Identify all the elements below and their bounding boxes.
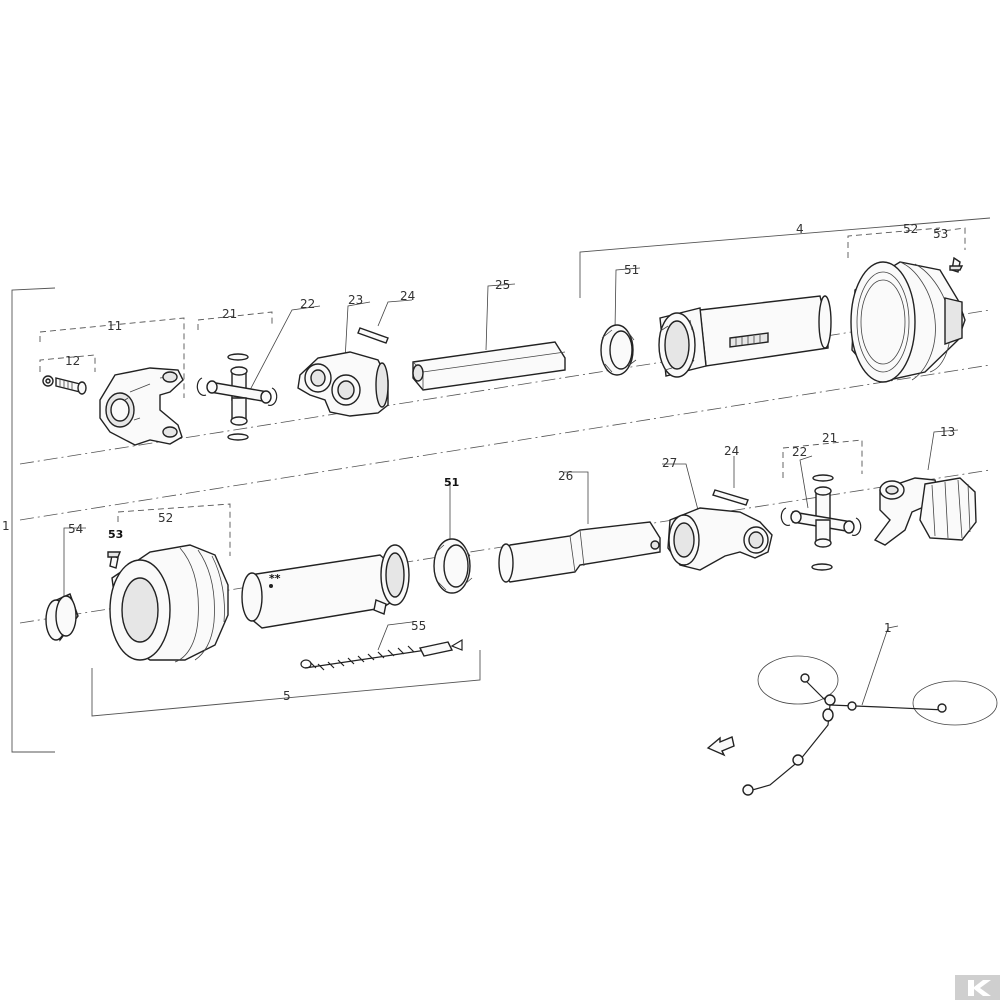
pin-24-top: 24 bbox=[357, 289, 415, 344]
ring-54: 54 bbox=[45, 522, 86, 642]
bolt-12 bbox=[42, 375, 87, 395]
bracket-4: 4 bbox=[579, 217, 991, 298]
bearing-ring-51-top: 51 bbox=[600, 263, 641, 376]
label-52-bottom: 52 bbox=[158, 511, 173, 525]
inner-tube-26: 26 bbox=[498, 469, 661, 583]
label-22-top: 22 bbox=[300, 297, 315, 311]
yoke-13: 13 bbox=[873, 425, 977, 546]
label-24-bottom: 24 bbox=[724, 444, 739, 458]
label-55: 55 bbox=[411, 619, 426, 633]
chain-55: 55 bbox=[300, 619, 463, 671]
label-27: 27 bbox=[662, 456, 677, 470]
bracket-11: 11 bbox=[39, 317, 185, 398]
yoke-11 bbox=[99, 367, 184, 446]
label-13: 13 bbox=[940, 425, 955, 439]
bell-guard-52-top bbox=[850, 261, 966, 383]
bracket-21-bottom: 21 bbox=[782, 431, 863, 478]
label-23: 23 bbox=[348, 293, 363, 307]
yoke-23: 23 bbox=[297, 293, 389, 417]
bracket-52-bottom: 52 bbox=[117, 503, 231, 556]
label-5: 5 bbox=[283, 689, 291, 703]
assembly-bracket-1: 1 bbox=[2, 287, 56, 753]
dot-marker bbox=[269, 584, 273, 588]
label-1-overview: 1 bbox=[884, 621, 892, 635]
cross-journal-21-top bbox=[196, 353, 278, 441]
bracket-52-top: 52 bbox=[847, 222, 941, 258]
cross-journal-21-bottom: 22 bbox=[780, 445, 862, 571]
bracket-53-top: 53 bbox=[933, 227, 966, 250]
bracket-5: 5 bbox=[91, 650, 481, 717]
arrow-icon bbox=[706, 736, 735, 757]
label-12: 12 bbox=[65, 354, 80, 368]
overview-inset: 1 bbox=[742, 621, 998, 796]
label-26: 26 bbox=[558, 469, 573, 483]
outer-tube-guard-top bbox=[658, 295, 832, 378]
label-24-top: 24 bbox=[400, 289, 415, 303]
label-stars: ** bbox=[269, 572, 281, 585]
bearing-ring-51-bottom: 51 bbox=[433, 476, 473, 594]
screw-53-top bbox=[949, 256, 964, 273]
inner-tube-25: 25 bbox=[412, 278, 566, 391]
leader-22-top: 22 bbox=[249, 297, 321, 391]
bracket-12: 12 bbox=[39, 354, 96, 372]
bracket-21-top: 21 bbox=[197, 307, 273, 330]
label-54: 54 bbox=[68, 522, 83, 536]
label-53-bottom: 53 bbox=[108, 528, 123, 541]
outer-tube-guard-bottom: ** bbox=[241, 544, 410, 629]
label-53-top: 53 bbox=[933, 227, 948, 241]
bell-guard-52-bottom bbox=[109, 544, 229, 663]
brand-text: K bbox=[0, 0, 1, 1]
label-11: 11 bbox=[107, 319, 122, 333]
lower-axis-line bbox=[19, 364, 991, 521]
label-52-top: 52 bbox=[903, 222, 918, 236]
label-22-bottom: 22 bbox=[792, 445, 807, 459]
label-21-bottom: 21 bbox=[822, 431, 837, 445]
label-25: 25 bbox=[495, 278, 510, 292]
pin-24-bottom: 24 bbox=[712, 444, 749, 506]
label-51-top: 51 bbox=[624, 263, 639, 277]
label-51-bottom: 51 bbox=[444, 476, 459, 489]
label-4: 4 bbox=[796, 222, 804, 236]
label-1-left: 1 bbox=[2, 519, 10, 533]
label-21-top: 21 bbox=[222, 307, 237, 321]
screw-53-bottom: 53 bbox=[107, 528, 123, 569]
yoke-27: 27 bbox=[662, 456, 773, 571]
